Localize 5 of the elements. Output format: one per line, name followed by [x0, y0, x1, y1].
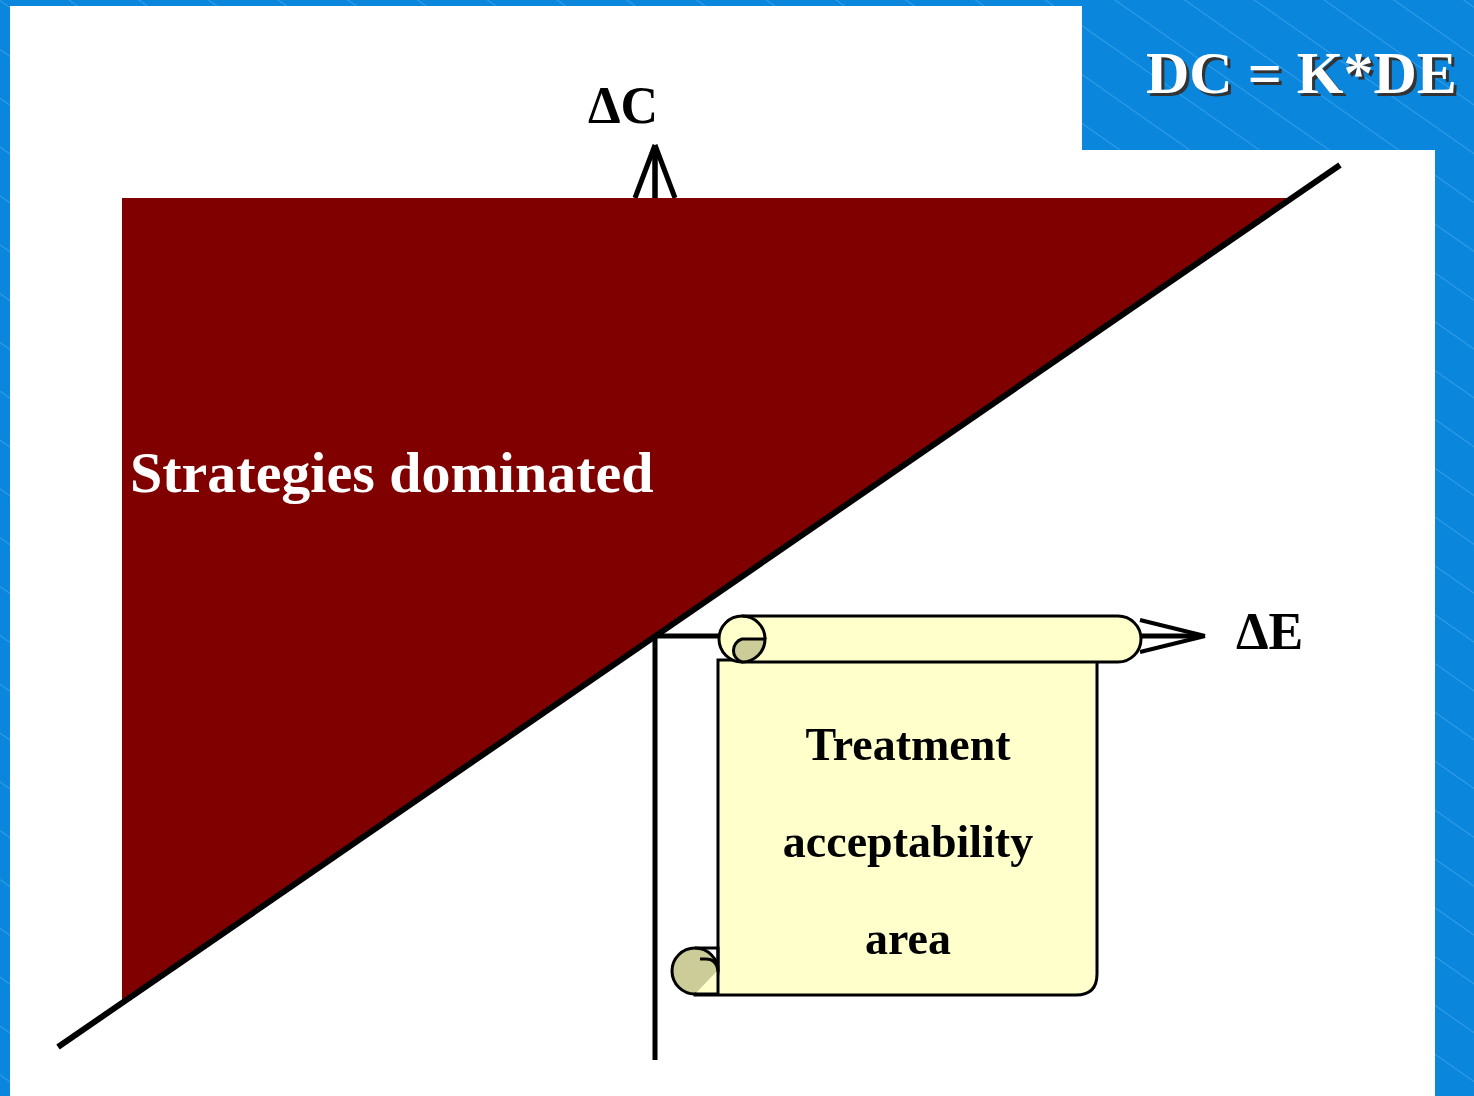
- title: DC = K*DE: [1146, 39, 1457, 108]
- region-label: Strategies dominated: [130, 439, 655, 507]
- axis-label: ΔE: [1236, 602, 1304, 662]
- area-label: Treatment acceptability area: [781, 718, 1035, 966]
- axis-label: ΔC: [588, 76, 659, 136]
